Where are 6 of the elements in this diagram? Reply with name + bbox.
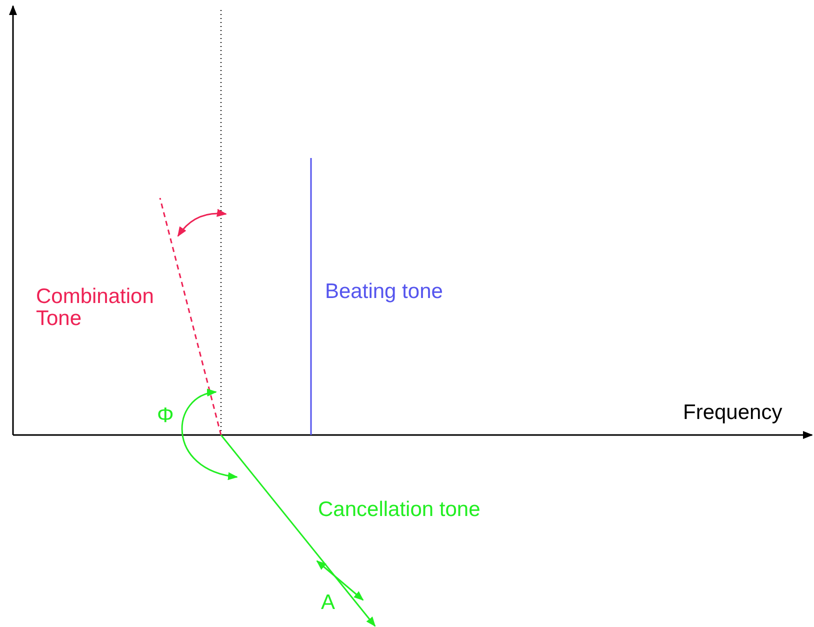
- amplitude-symbol: A: [321, 592, 336, 614]
- axis-label: Frequency: [683, 402, 782, 424]
- tone-label: Cancellation tone: [318, 499, 480, 521]
- tone-label: Combination Tone: [36, 286, 155, 330]
- tone-label: Beating tone: [325, 281, 443, 303]
- angle-symbol: Φ: [157, 405, 174, 427]
